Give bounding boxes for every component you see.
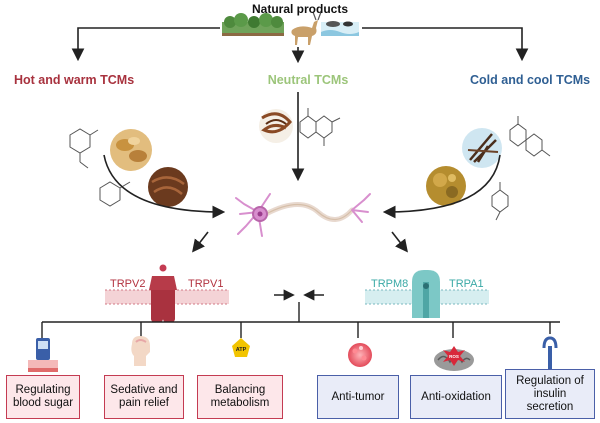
effect-box-anti-tumor: Anti-tumor [317,375,399,419]
deer-icon [291,11,322,45]
effect-label: Anti-oxidation [421,390,491,403]
ros-text: ROS [449,354,459,359]
category-cold-label: Cold and cool TCMs [470,73,591,87]
head-icon [131,336,150,366]
mitochondria-ros-icon: ROS [434,346,474,371]
glucose-meter-icon [28,338,58,372]
effect-label: Balancing metabolism [210,384,270,409]
effect-label: Anti-tumor [331,390,385,403]
trpv-channel-icon [149,264,177,322]
effect-label: Regulating blood sugar [12,384,74,409]
cold-herb-image-1 [462,128,502,168]
effect-box-anti-oxidation: Anti-oxidation [410,375,502,419]
category-neutral-label: Neutral TCMs [267,73,349,87]
top-flow-arrows [71,27,529,64]
trpa1-label: TRPA1 [449,278,484,290]
hot-herb-image-2 [148,167,188,207]
effect-box-regulation-of-insulin-secretion: Regulation of insulin secretion [505,369,595,419]
cold-curved-arrow [382,154,501,219]
trpm8-label: TRPM8 [371,278,409,290]
category-hot-label: Hot and warm TCMs [14,73,135,87]
trpm-channel-icon [412,270,440,318]
effect-label: Sedative and pain relief [110,384,178,409]
effect-connector-tree [41,302,560,338]
cold-chemical-structure-icon [491,116,551,221]
atp-text: ATP [236,347,247,353]
effect-box-regulating-blood-sugar: Regulating blood sugar [6,375,80,419]
tumor-cell-icon [348,343,372,367]
receptor-arrows [192,231,408,253]
effect-label: Regulation of insulin secretion [516,374,584,413]
insulin-receptor-icon [542,336,558,370]
neutral-chemical-structure-icon [299,108,341,146]
page-title: Natural products [251,2,348,16]
neutral-herb-image [259,109,293,143]
hot-curved-arrow [103,154,226,219]
effect-box-sedative-and-pain-relief: Sedative and pain relief [104,375,184,419]
atp-icon: ATP [232,338,250,357]
cold-herb-image-2 [426,166,466,206]
seascape-icon [321,21,359,36]
hot-herb-image-1 [110,129,152,171]
forest-icon [222,13,284,36]
trpv2-label: TRPV2 [110,278,146,290]
neuron-icon [235,193,371,237]
trpv1-label: TRPV1 [188,278,224,290]
effect-box-balancing-metabolism: Balancing metabolism [197,375,283,419]
